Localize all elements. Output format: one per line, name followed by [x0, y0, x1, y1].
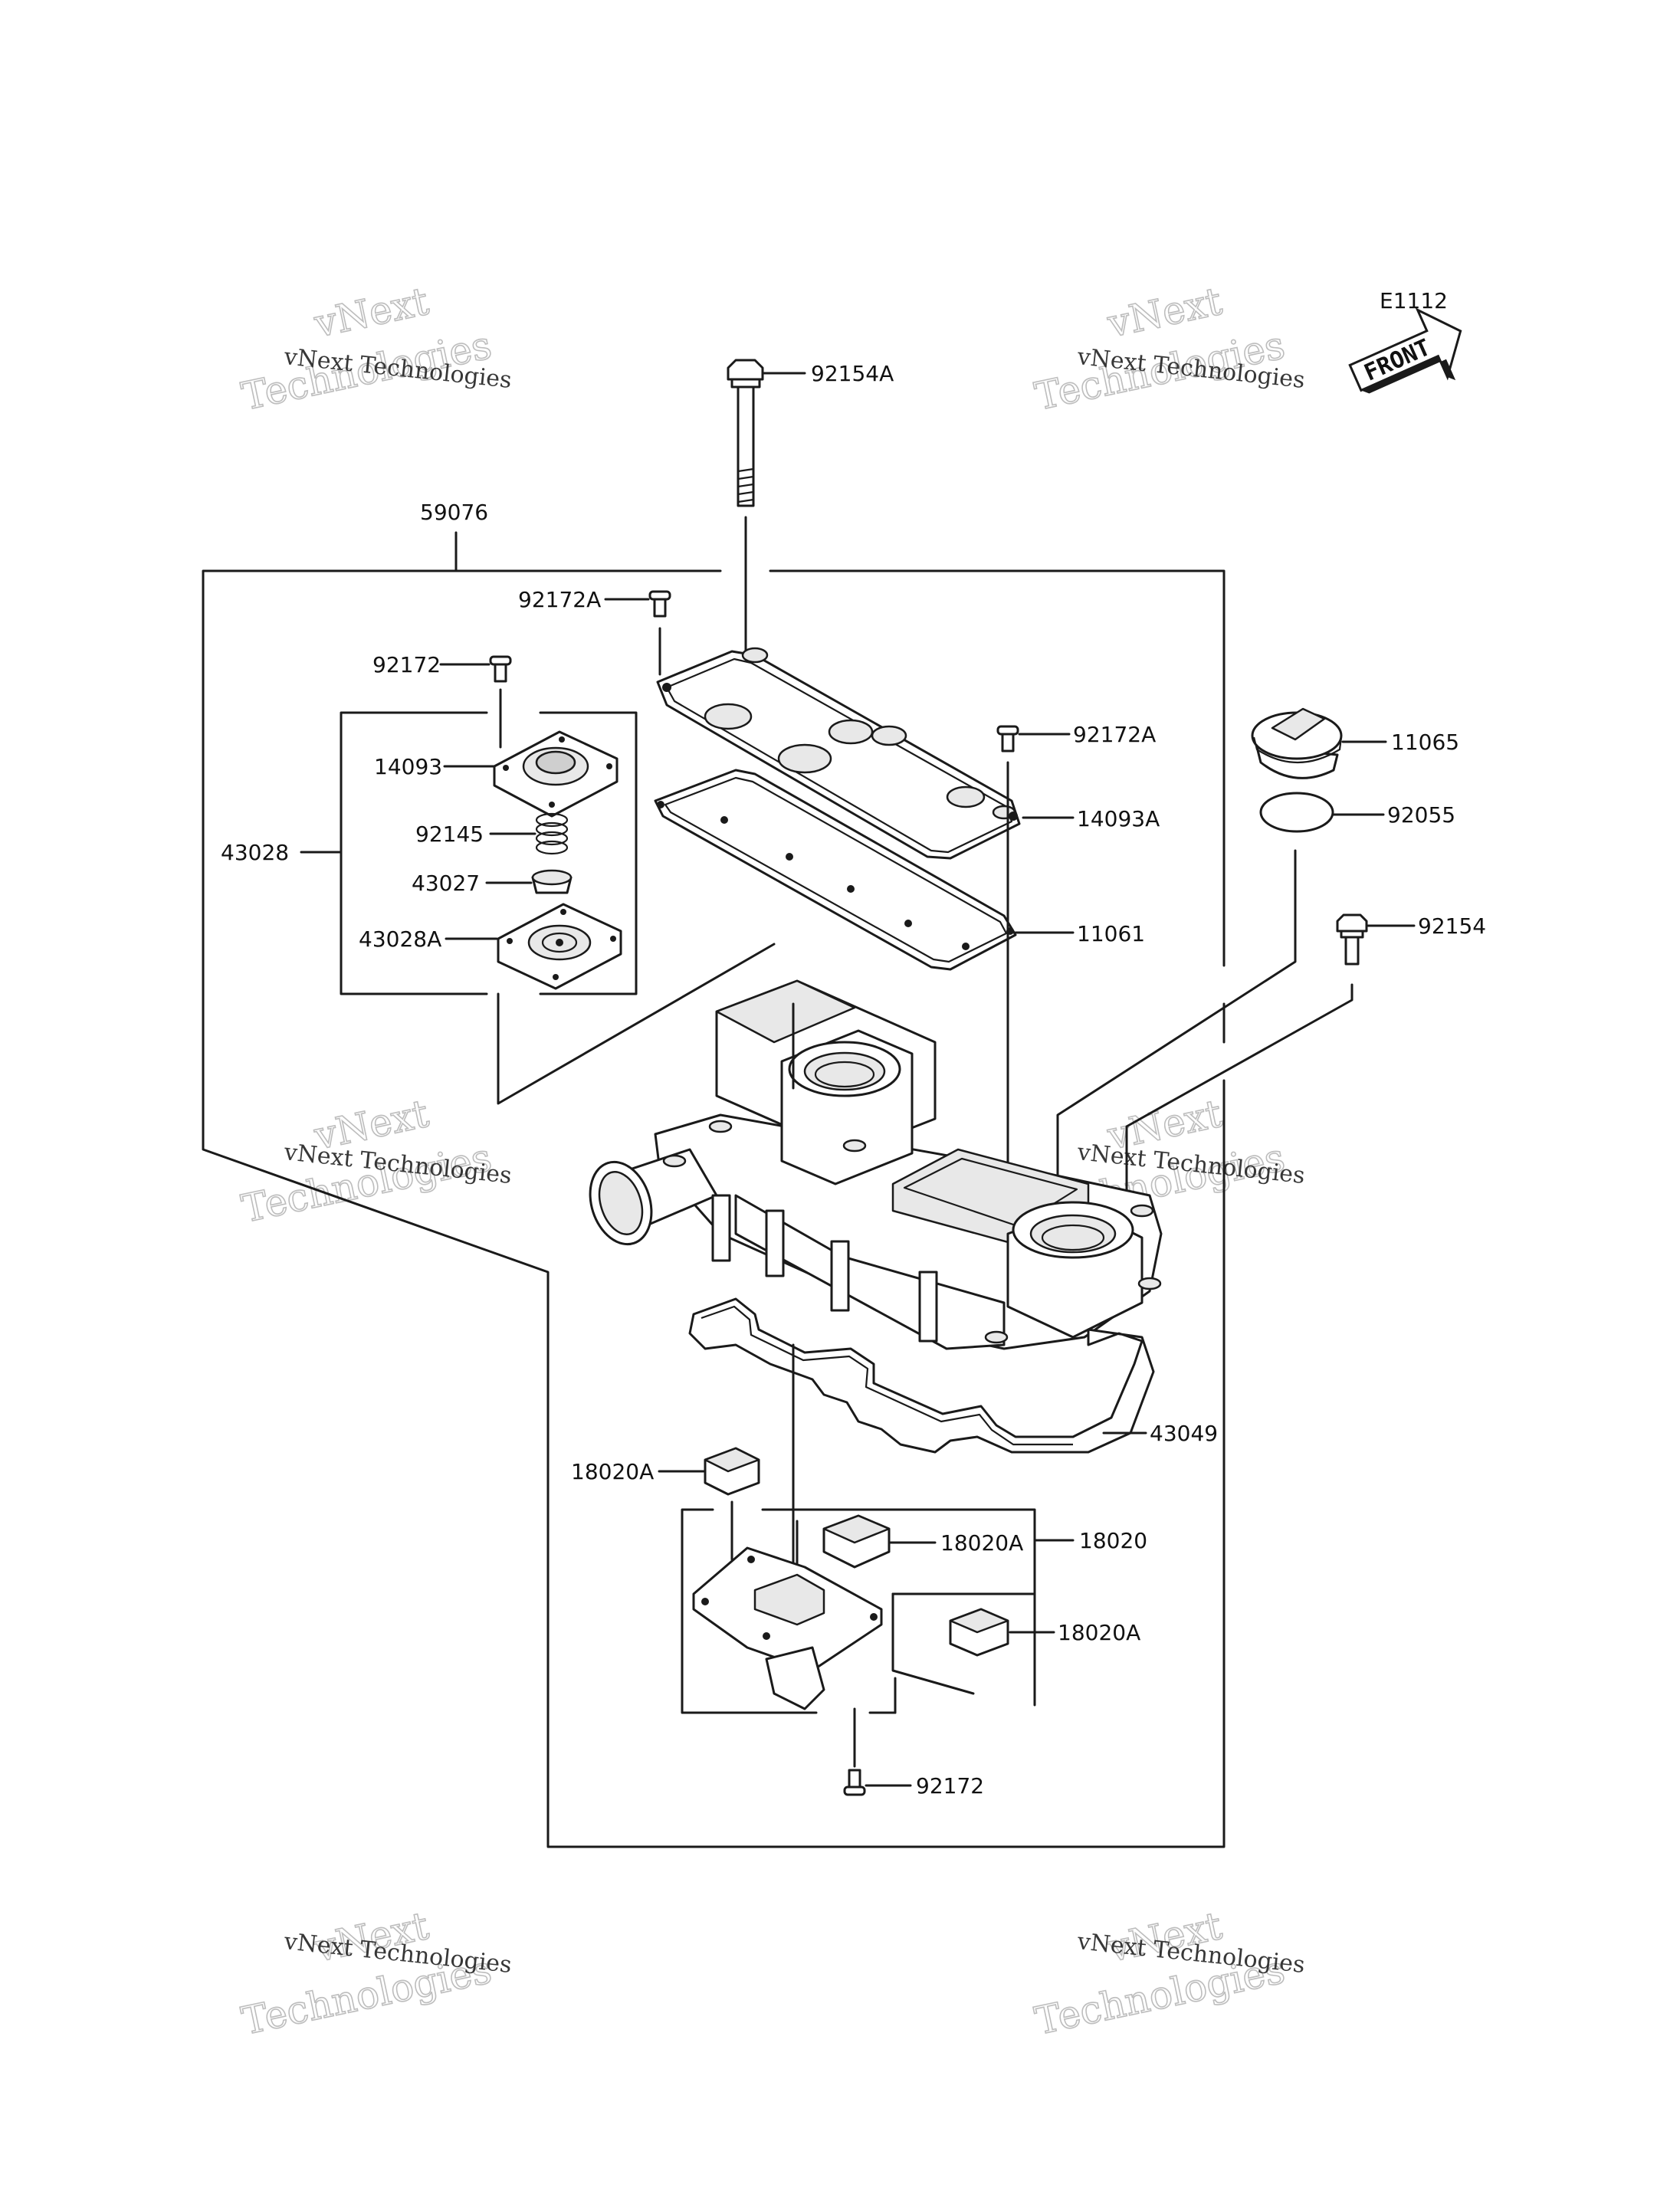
oil-cap-11065 — [1251, 707, 1387, 779]
label-11061: 11061 — [1077, 921, 1145, 946]
watermark-top-left: vNext Technologies vNext Technologies — [238, 278, 514, 419]
label-59076: 59076 — [420, 500, 488, 525]
subassembly-box-43028 — [300, 711, 638, 995]
label-14093: 14093 — [374, 754, 442, 779]
label-92154A: 92154A — [811, 361, 894, 386]
label-14093A: 14093A — [1077, 806, 1160, 831]
label-18020A-left: 18020A — [571, 1459, 654, 1484]
svg-text:vNext: vNext — [310, 279, 432, 346]
oil-separator-plate — [692, 1546, 883, 1710]
gasket-43049 — [688, 1297, 1155, 1454]
watermark-middle-left: vNext Technologies vNext Technologies — [238, 1090, 514, 1231]
label-11065: 11065 — [1391, 730, 1459, 755]
watermark-bottom-right: vNext Technologies vNext Technologies — [1031, 1903, 1307, 2044]
gasket-11061 — [654, 769, 1075, 971]
svg-text:vNext: vNext — [1103, 279, 1226, 346]
label-92145: 92145 — [415, 821, 484, 847]
label-18020: 18020 — [1079, 1528, 1147, 1553]
label-18020A-right: 18020A — [1058, 1620, 1140, 1645]
breather-plate-14093A — [656, 647, 1075, 860]
watermark-bottom-left: vNext Technologies vNext Technologies — [238, 1903, 514, 2044]
pad-18020A-left — [658, 1447, 760, 1561]
front-arrow-icon: FRONT — [1348, 307, 1462, 394]
watermark-top-right: vNext Technologies vNext Technologies — [1031, 278, 1307, 419]
screw-92172-bottom — [843, 1707, 912, 1796]
label-92172A-right: 92172A — [1073, 722, 1156, 747]
o-ring-92055 — [1056, 792, 1385, 1212]
label-43028A: 43028A — [359, 926, 441, 952]
screw-92172A-right — [996, 725, 1071, 1228]
bolt-92154A — [727, 359, 806, 653]
label-43028: 43028 — [221, 840, 289, 865]
cover-14093 — [443, 730, 619, 818]
label-43027: 43027 — [412, 871, 480, 896]
label-18020A-mid: 18020A — [940, 1530, 1023, 1556]
pad-18020A-mid — [796, 1514, 937, 1569]
label-92154: 92154 — [1418, 913, 1486, 939]
screw-92172-left — [439, 655, 512, 749]
spring-92145 — [489, 812, 569, 855]
valve-43028A — [445, 903, 622, 990]
cup-43027 — [485, 869, 573, 894]
screw-92172A-top — [604, 590, 671, 676]
assembly-boundary-59076 — [202, 531, 1226, 1848]
diagram-code: E1112 — [1380, 288, 1448, 313]
pad-18020A-right — [949, 1608, 1055, 1657]
cylinder-head-cover — [589, 979, 1163, 1350]
subassembly-box-18020 — [681, 1508, 1075, 1714]
label-92172-left: 92172 — [372, 652, 441, 677]
label-92172A-top: 92172A — [518, 587, 601, 612]
label-43049: 43049 — [1150, 1421, 1218, 1446]
label-92172-bottom: 92172 — [916, 1773, 984, 1799]
bolt-92154 — [1125, 913, 1416, 1205]
leader-43028-to-cover — [497, 943, 776, 1105]
label-92055: 92055 — [1387, 802, 1455, 828]
